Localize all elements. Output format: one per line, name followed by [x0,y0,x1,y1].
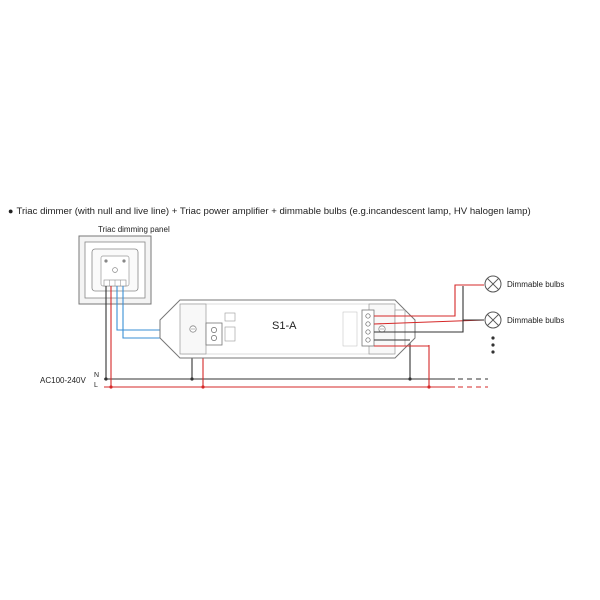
bulb-label-2: Dimmable bulbs [507,316,565,325]
amplifier-power-feed [190,337,431,389]
diagram-caption: ●Triac dimmer (with null and live line) … [8,206,531,217]
neutral-label: N [94,372,100,379]
more-bulbs-ellipsis-icon [491,336,495,354]
live-label: L [94,382,98,389]
triac-dimming-panel [78,235,152,305]
amplifier-model-label: S1-A [272,320,297,332]
bullet-icon: ● [8,206,14,216]
caption-text: Triac dimmer (with null and live line) +… [16,206,531,217]
bulb-label-1: Dimmable bulbs [507,280,565,289]
s1a-amplifier [159,299,416,359]
bulb-wiring [373,284,485,347]
mains-voltage-label: AC100-240V [40,376,86,385]
panel-label: Triac dimming panel [98,225,170,234]
dimmable-bulb-1 [484,275,502,293]
dimmable-bulb-2 [484,311,502,329]
